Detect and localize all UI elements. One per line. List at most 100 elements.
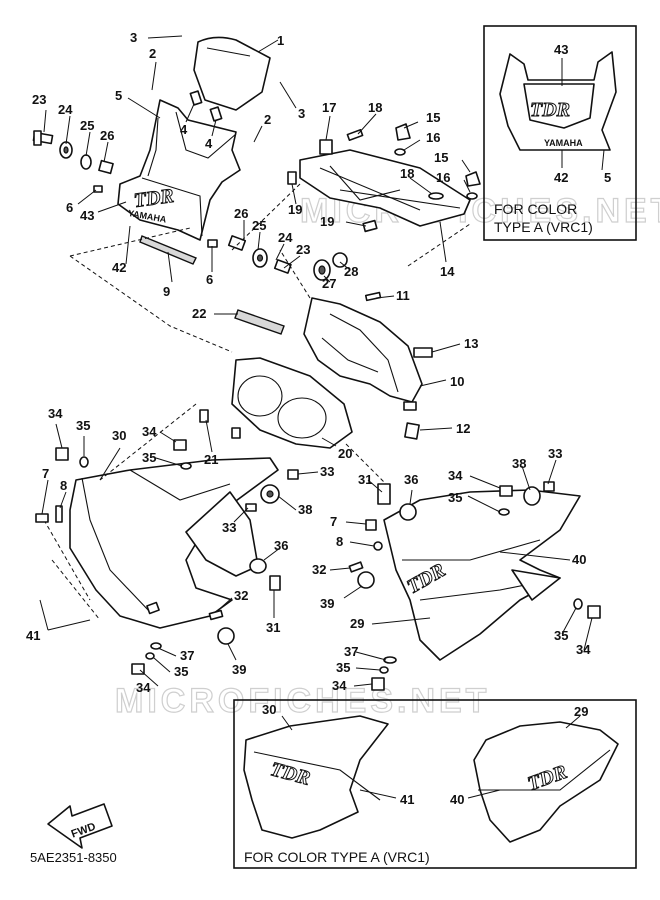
callout-27: 27 (322, 276, 336, 291)
inset-bottom-callout-41: 41 (400, 792, 414, 807)
left-side-cowl (43, 457, 279, 629)
callout-35: 35 (554, 628, 568, 643)
callout-43: 43 (80, 208, 94, 223)
callout-12: 12 (456, 421, 470, 436)
callout-15: 15 (426, 110, 440, 125)
callout-28: 28 (344, 264, 358, 279)
callout-2: 2 (264, 112, 271, 127)
inset-top-callout-43: 43 (554, 42, 568, 57)
callout-42: 42 (112, 260, 126, 275)
callout-41: 41 (26, 628, 40, 643)
callout-16: 16 (436, 170, 450, 185)
callout-8: 8 (336, 534, 343, 549)
callout-5: 5 (115, 88, 122, 103)
callout-38: 38 (512, 456, 526, 471)
callout-19: 19 (320, 214, 334, 229)
callout-40: 40 (572, 552, 586, 567)
callout-19: 19 (288, 202, 302, 217)
callout-7: 7 (330, 514, 337, 529)
callout-25: 25 (252, 218, 266, 233)
callout-39: 39 (320, 596, 334, 611)
callout-36: 36 (404, 472, 418, 487)
callout-35: 35 (142, 450, 156, 465)
callout-30: 30 (112, 428, 126, 443)
callout-23: 23 (296, 242, 310, 257)
callout-4: 4 (205, 136, 213, 151)
inset-top-caption-line2: TYPE A (VRC1) (494, 219, 593, 235)
callout-17: 17 (322, 100, 336, 115)
callouts: 1 2 2 3 3 4 4 5 6 6 7 7 8 8 9 10 11 12 1… (26, 30, 591, 695)
callout-10: 10 (450, 374, 464, 389)
fwd-arrow: FWD (47, 803, 113, 849)
callout-33: 33 (548, 446, 562, 461)
callout-1: 1 (277, 33, 284, 48)
callout-34: 34 (448, 468, 463, 483)
callout-35: 35 (448, 490, 462, 505)
callout-21: 21 (204, 452, 218, 467)
callout-34: 34 (576, 642, 591, 657)
callout-6: 6 (66, 200, 73, 215)
inset-color-type-top: TDR YAMAHA 43 42 5 FOR COLOR TYPE A (VRC… (483, 25, 637, 241)
callout-3: 3 (298, 106, 305, 121)
callout-36: 36 (274, 538, 288, 553)
inset-top-brand: YAMAHA (544, 138, 583, 148)
callout-37: 37 (180, 648, 194, 663)
callout-26: 26 (100, 128, 114, 143)
callout-35: 35 (336, 660, 350, 675)
callout-34: 34 (48, 406, 63, 421)
callout-31: 31 (358, 472, 372, 487)
inset-top-logo: TDR (530, 99, 570, 121)
inset-bottom-callout-40: 40 (450, 792, 464, 807)
callout-39: 39 (232, 662, 246, 677)
assembly-lines (69, 183, 471, 485)
callout-18: 18 (368, 100, 382, 115)
callout-37: 37 (344, 644, 358, 659)
callout-25: 25 (80, 118, 94, 133)
drawing-code: 5AE2351-8350 (30, 850, 117, 865)
callout-34: 34 (142, 424, 157, 439)
callout-33: 33 (222, 520, 236, 535)
inset-top-callout-42: 42 (554, 170, 568, 185)
callout-13: 13 (464, 336, 478, 351)
callout-16: 16 (426, 130, 440, 145)
callout-6: 6 (206, 272, 213, 287)
callout-23: 23 (32, 92, 46, 107)
callout-7: 7 (42, 466, 49, 481)
moulding-strip (139, 235, 197, 265)
meter-bracket (303, 291, 433, 411)
front-cowling: TDR YAMAHA (117, 99, 241, 241)
callout-24: 24 (58, 102, 73, 117)
callout-20: 20 (338, 446, 352, 461)
inset-bottom-callout-30: 30 (262, 702, 276, 717)
rubber-mount (313, 252, 348, 281)
windscreen (189, 36, 271, 122)
right-fastener-set (207, 235, 292, 274)
callout-33: 33 (320, 464, 334, 479)
callout-9: 9 (163, 284, 170, 299)
callout-24: 24 (278, 230, 293, 245)
inset-bottom-callout-29: 29 (574, 704, 588, 719)
watermark-bottom: MICROFICHES.NET (115, 682, 490, 720)
callout-2: 2 (149, 46, 156, 61)
callout-14: 14 (440, 264, 455, 279)
callout-32: 32 (234, 588, 248, 603)
leader-lines (39, 35, 593, 687)
callout-4: 4 (180, 122, 188, 137)
callout-34: 34 (136, 680, 151, 695)
inner-panel (199, 309, 420, 449)
left-fastener-set (32, 130, 114, 193)
callout-26: 26 (234, 206, 248, 221)
callout-35: 35 (174, 664, 188, 679)
callout-11: 11 (396, 288, 410, 303)
callout-38: 38 (298, 502, 312, 517)
callout-32: 32 (312, 562, 326, 577)
callout-3: 3 (130, 30, 137, 45)
callout-29: 29 (350, 616, 364, 631)
callout-34: 34 (332, 678, 347, 693)
callout-18: 18 (400, 166, 414, 181)
callout-8: 8 (60, 478, 67, 493)
callout-35: 35 (76, 418, 90, 433)
inset-color-type-bottom: TDR TDR 30 29 41 40 FOR COLOR TYPE A (VR… (233, 699, 637, 869)
callout-31: 31 (266, 620, 280, 635)
